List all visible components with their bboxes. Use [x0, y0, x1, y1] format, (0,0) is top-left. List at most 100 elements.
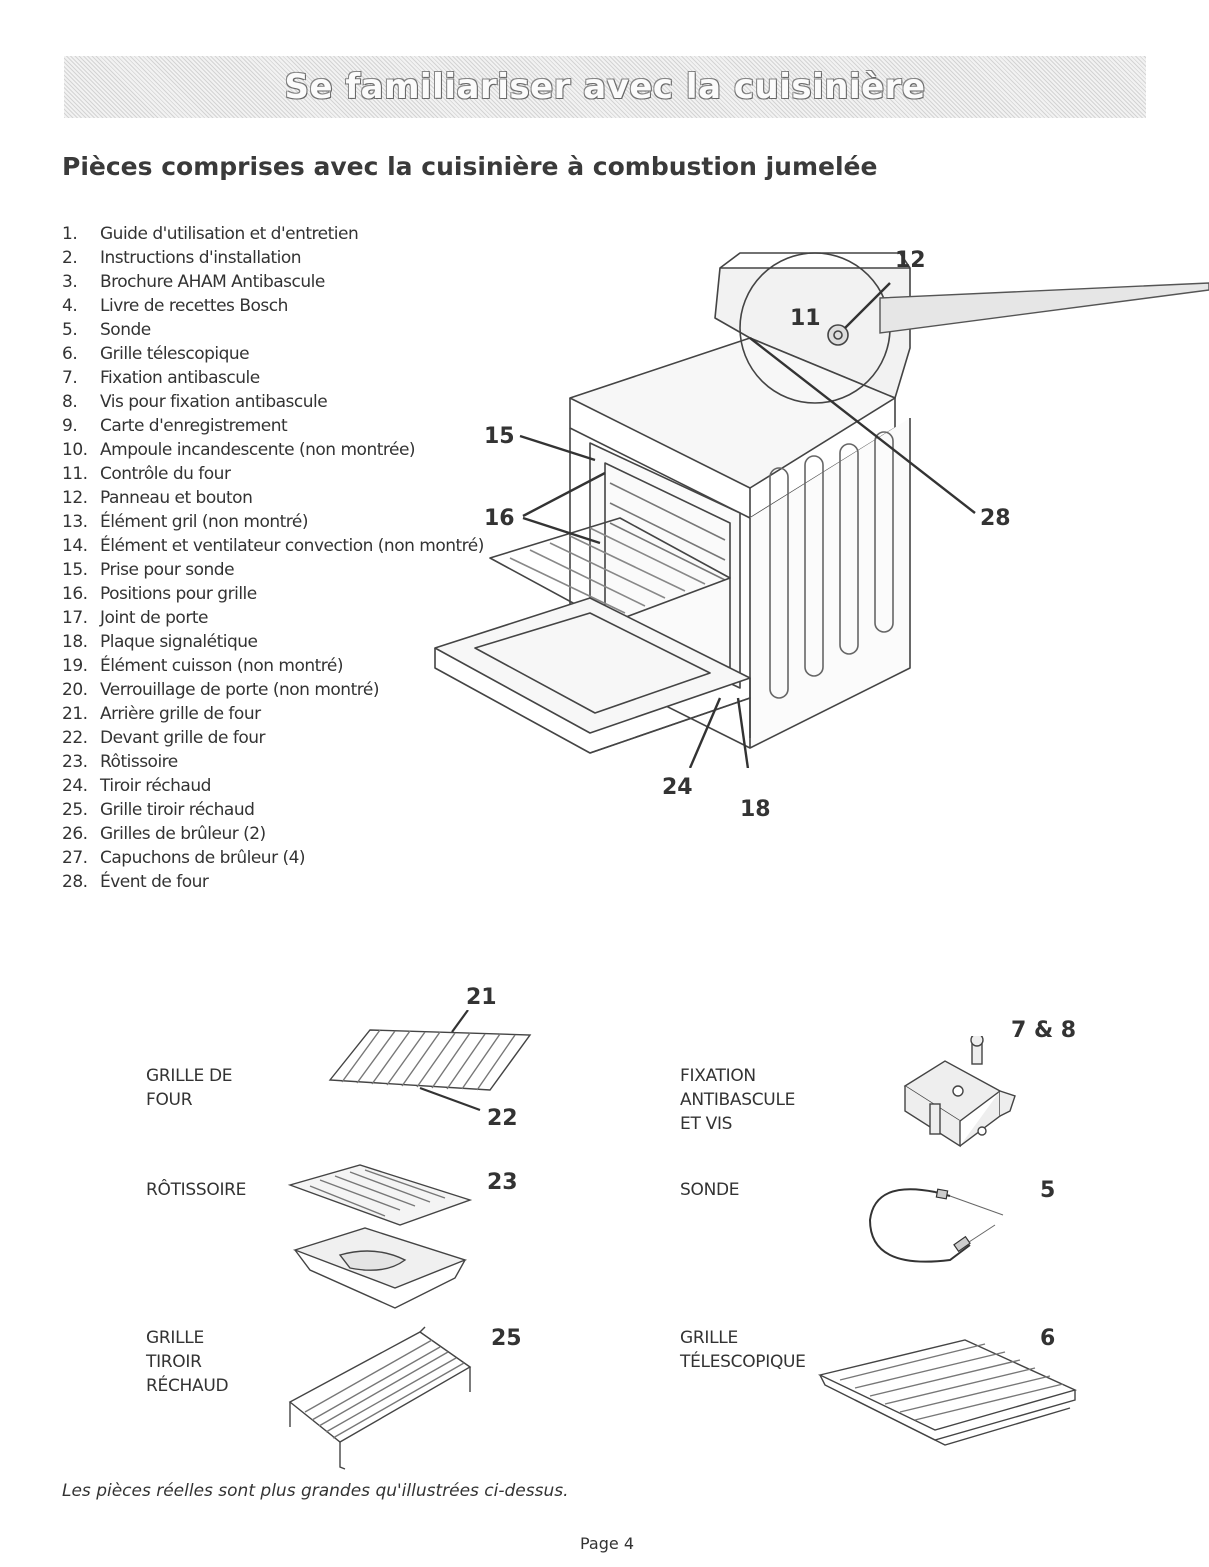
footnote: Les pièces réelles sont plus grandes qu'… [62, 1481, 569, 1501]
list-item: 28. Évent de four [62, 870, 484, 894]
anti-tip-bracket-illustration [903, 1036, 1016, 1148]
parts-list: 1. Guide d'utilisation et d'entretien 2. In… [62, 222, 484, 894]
list-item-number: 27. [62, 848, 88, 868]
list-item-number: 9. [62, 416, 78, 436]
list-item: 19. Élément cuisson (non montré) [62, 654, 484, 678]
callout-11: 11 [790, 306, 821, 331]
callout-23: 23 [487, 1170, 518, 1195]
list-item: 23. Rôtissoire [62, 750, 484, 774]
list-item-label: Brochure AHAM Antibascule [100, 272, 325, 292]
list-item-label: Instructions d'installation [100, 248, 302, 268]
list-item: 7. Fixation antibascule [62, 366, 484, 390]
list-item-number: 23. [62, 752, 88, 772]
page-number: Page 4 [580, 1534, 634, 1553]
list-item: 12. Panneau et bouton [62, 486, 484, 510]
telescopic-rack-label: GRILLE TÉLESCOPIQUE [680, 1328, 806, 1372]
list-item-number: 22. [62, 728, 88, 748]
list-item-label: Évent de four [100, 872, 209, 892]
list-item: 1. Guide d'utilisation et d'entretien [62, 222, 484, 246]
oven-rack-illustration [328, 1010, 532, 1112]
list-item-label: Grilles de brûleur (2) [100, 824, 266, 844]
list-item-number: 25. [62, 800, 88, 820]
list-item-label: Positions pour grille [100, 584, 257, 604]
list-item-label: Arrière grille de four [100, 704, 261, 724]
list-item-label: Panneau et bouton [100, 488, 253, 508]
list-item-number: 18. [62, 632, 88, 652]
list-item-number: 14. [62, 536, 88, 556]
list-item: 18. Plaque signalétique [62, 630, 484, 654]
list-item-label: Élément cuisson (non montré) [100, 656, 344, 676]
list-item-number: 2. [62, 248, 78, 268]
list-item-number: 19. [62, 656, 88, 676]
list-item: 10. Ampoule incandescente (non montrée) [62, 438, 484, 462]
callout-16: 16 [484, 506, 515, 531]
list-item-label: Guide d'utilisation et d'entretien [100, 224, 359, 244]
list-item-number: 8. [62, 392, 78, 412]
list-item-number: 12. [62, 488, 88, 508]
list-item-label: Grille tiroir réchaud [100, 800, 255, 820]
list-item-number: 5. [62, 320, 78, 340]
probe-label: SONDE [680, 1180, 740, 1200]
broil-pan-label: RÔTISSOIRE [146, 1180, 247, 1200]
section-title: Pièces comprises avec la cuisinière à co… [62, 152, 878, 181]
oven-rack-label: GRILLE DE FOUR [146, 1066, 233, 1110]
callout-5: 5 [1040, 1178, 1056, 1203]
list-item-label: Prise pour sonde [100, 560, 235, 580]
list-item: 27. Capuchons de brûleur (4) [62, 846, 484, 870]
list-item-number: 4. [62, 296, 78, 316]
list-item: 20.Verrouillage de porte (non montré) [62, 678, 484, 702]
list-item-number: 21. [62, 704, 88, 724]
list-item: 15.Prise pour sonde [62, 558, 484, 582]
header-banner: Se familiariser avec la cuisinière [64, 56, 1146, 118]
list-item: 24.Tiroir réchaud [62, 774, 484, 798]
list-item-number: 26. [62, 824, 88, 844]
list-item: 21. Arrière grille de four [62, 702, 484, 726]
callout-25: 25 [491, 1326, 522, 1351]
list-item-number: 11. [62, 464, 88, 484]
list-item-number: 17. [62, 608, 88, 628]
list-item: 14. Élément et ventilateur convection (no… [62, 534, 484, 558]
list-item-label: Livre de recettes Bosch [100, 296, 288, 316]
banner-title: Se familiariser avec la cuisinière [284, 67, 926, 107]
list-item-label: Plaque signalétique [100, 632, 258, 652]
list-item-label: Joint de porte [100, 608, 208, 628]
list-item: 4. Livre de recettes Bosch [62, 294, 484, 318]
list-item-number: 1. [62, 224, 78, 244]
list-item-number: 7. [62, 368, 78, 388]
callout-22: 22 [487, 1106, 518, 1131]
list-item-number: 6. [62, 344, 78, 364]
list-item: 11.Contrôle du four [62, 462, 484, 486]
list-item-label: Rôtissoire [100, 752, 178, 772]
list-item-number: 10. [62, 440, 88, 460]
list-item-label: Élément et ventilateur convection (non m… [100, 536, 484, 556]
list-item-number: 28. [62, 872, 88, 892]
probe-illustration [868, 1188, 1004, 1263]
list-item: 25. Grille tiroir réchaud [62, 798, 484, 822]
list-item-label: Verrouillage de porte (non montré) [100, 680, 379, 700]
list-item-label: Ampoule incandescente (non montrée) [100, 440, 416, 460]
list-item-number: 16. [62, 584, 88, 604]
list-item: 6.Grille télescopique [62, 342, 484, 366]
list-item-label: Élément gril (non montré) [100, 512, 309, 532]
callout-15: 15 [484, 424, 515, 449]
list-item: 26. Grilles de brûleur (2) [62, 822, 484, 846]
callout-28: 28 [980, 506, 1011, 531]
list-item-label: Fixation antibascule [100, 368, 260, 388]
list-item: 13. Élément gril (non montré) [62, 510, 484, 534]
callout-12: 12 [895, 248, 926, 273]
warming-rack-illustration [288, 1326, 472, 1470]
callout-6: 6 [1040, 1326, 1056, 1351]
list-item: 8.Vis pour fixation antibascule [62, 390, 484, 414]
list-item: 3.Brochure AHAM Antibascule [62, 270, 484, 294]
callout-18: 18 [740, 797, 771, 822]
list-item: 16. Positions pour grille [62, 582, 484, 606]
list-item-number: 24. [62, 776, 88, 796]
callout-7-8: 7 & 8 [1011, 1018, 1077, 1043]
list-item: 22.Devant grille de four [62, 726, 484, 750]
list-item-number: 13. [62, 512, 88, 532]
list-item-label: Capuchons de brûleur (4) [100, 848, 306, 868]
warming-rack-label: GRILLE TIROIR RÉCHAUD [146, 1328, 229, 1396]
list-item: 17. Joint de porte [62, 606, 484, 630]
broil-pan-illustration [287, 1164, 473, 1309]
callout-21: 21 [466, 985, 497, 1010]
